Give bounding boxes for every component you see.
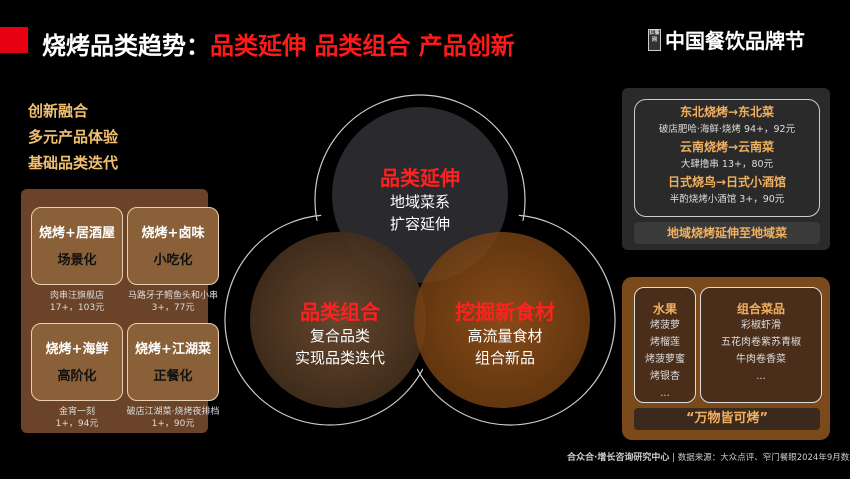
venn-circle-top (332, 107, 508, 283)
venn-label-right: 挖掘新食材高流量食材组合新品 (455, 300, 555, 367)
tag: 创新融合 (28, 102, 89, 120)
card: 烧烤+卤味小吃化 (127, 207, 219, 285)
venn-circle-right (414, 232, 590, 408)
logo: 红餐网中国餐饮品牌节 (648, 25, 805, 54)
title-highlight: 品类延伸 品类组合 产品创新 (210, 32, 515, 60)
card: 烧烤+居酒屋场景化 (31, 207, 123, 285)
panel-summary: “万物皆可烤” (634, 408, 820, 430)
tag: 基础品类迭代 (28, 154, 119, 172)
logo-badge: 红餐网 (648, 28, 661, 51)
regional-extension-panel: 东北烧烤→东北菜破店肥哈·海鲜·烧烤 94+，92元 云南烧烤→云南菜大肆撸串 … (622, 88, 830, 250)
card: 烧烤+海鲜高阶化 (31, 323, 123, 401)
venn-circle-left (250, 232, 426, 408)
tag-list: 创新融合 多元产品体验 基础品类迭代 (28, 98, 118, 176)
fruit-column: 水果 烤菠萝烤榴莲烤菠萝蜜烤银杏... (634, 287, 696, 403)
source-footer: 合众合·增长咨询研究中心 | 数据来源：大众点评、窄门餐眼2024年9月数据 (567, 453, 850, 463)
title-prefix: 烧烤品类趋势： (42, 32, 210, 60)
venn-label-left: 品类组合复合品类实现品类迭代 (294, 300, 385, 367)
tag: 多元产品体验 (28, 128, 119, 146)
card: 烧烤+江湖菜正餐化 (127, 323, 219, 401)
title-accent-bar (0, 27, 28, 53)
new-ingredients-panel: 水果 烤菠萝烤榴莲烤菠萝蜜烤银杏... 组合菜品 彩椒虾滑五花肉卷紫苏青椒牛肉卷… (622, 277, 830, 440)
logo-text: 中国餐饮品牌节 (665, 29, 805, 53)
venn-label-top: 品类延伸地域菜系扩容延伸 (380, 166, 460, 233)
panel-summary: 地域烧烤延伸至地域菜 (634, 222, 820, 244)
combo-column: 组合菜品 彩椒虾滑五花肉卷紫苏青椒牛肉卷香菜... (700, 287, 822, 403)
page-title: 烧烤品类趋势：品类延伸 品类组合 产品创新 (42, 26, 515, 61)
